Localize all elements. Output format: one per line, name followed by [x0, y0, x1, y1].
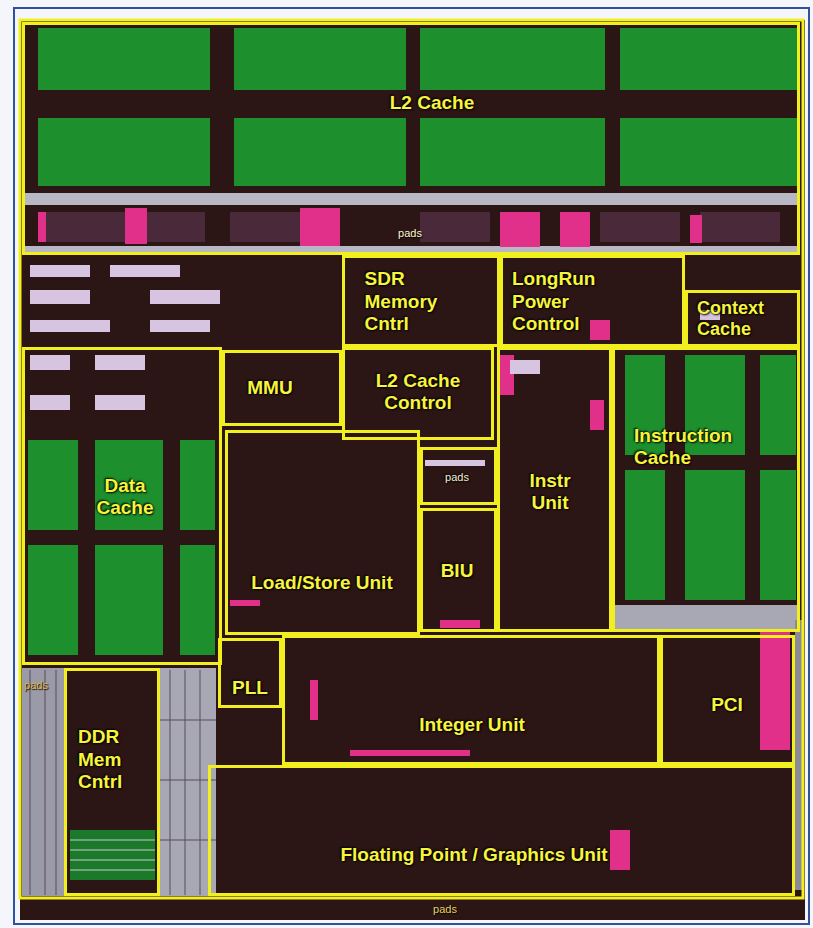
unit-block: MMU [222, 350, 342, 426]
unit-block: Instr Unit [497, 347, 612, 632]
pad-label: pads [24, 679, 48, 691]
controller-block: LongRun Power Control [500, 255, 685, 347]
block-label: Data Cache [90, 475, 160, 520]
block-label: Instr Unit [520, 470, 580, 515]
block-label: SDR Memory Cntrl [365, 268, 460, 335]
block-label: Context Cache [697, 298, 789, 340]
block-label: BIU [441, 560, 474, 582]
block-label: Instruction Cache [634, 425, 794, 470]
cache-block: L2 Cache [22, 22, 800, 255]
unit-block: Load/Store Unit [225, 430, 420, 635]
block-label: PLL [232, 677, 268, 699]
cache-block: Instruction Cache [612, 347, 800, 632]
block-label: Load/Store Unit [251, 572, 392, 594]
pad-block: pads [420, 447, 497, 505]
block-label: L2 Cache [390, 92, 474, 114]
clock-block: PLL [218, 638, 282, 708]
unit-block: BIU [420, 508, 497, 632]
block-label: L2 Cache Control [356, 370, 481, 415]
pad-label: pads [398, 227, 422, 239]
block-label: pads [445, 471, 469, 484]
controller-block: L2 Cache Control [342, 347, 494, 440]
block-label: Integer Unit [419, 714, 525, 736]
block-label: PCI [711, 694, 743, 716]
controller-block: DDR Mem Cntrl [64, 668, 160, 896]
controller-block: SDR Memory Cntrl [342, 255, 500, 347]
interface-block: PCI [660, 635, 795, 765]
block-label: Floating Point / Graphics Unit [340, 844, 607, 866]
pad-label: pads [433, 903, 457, 915]
block-label: MMU [247, 377, 292, 399]
block-label: LongRun Power Control [512, 268, 612, 335]
block-label: DDR Mem Cntrl [78, 726, 138, 793]
unit-block: Integer Unit [282, 635, 660, 765]
unit-block: Floating Point / Graphics Unit [208, 765, 795, 896]
cache-block: Data Cache [22, 347, 222, 665]
cache-block: Context Cache [685, 290, 800, 347]
